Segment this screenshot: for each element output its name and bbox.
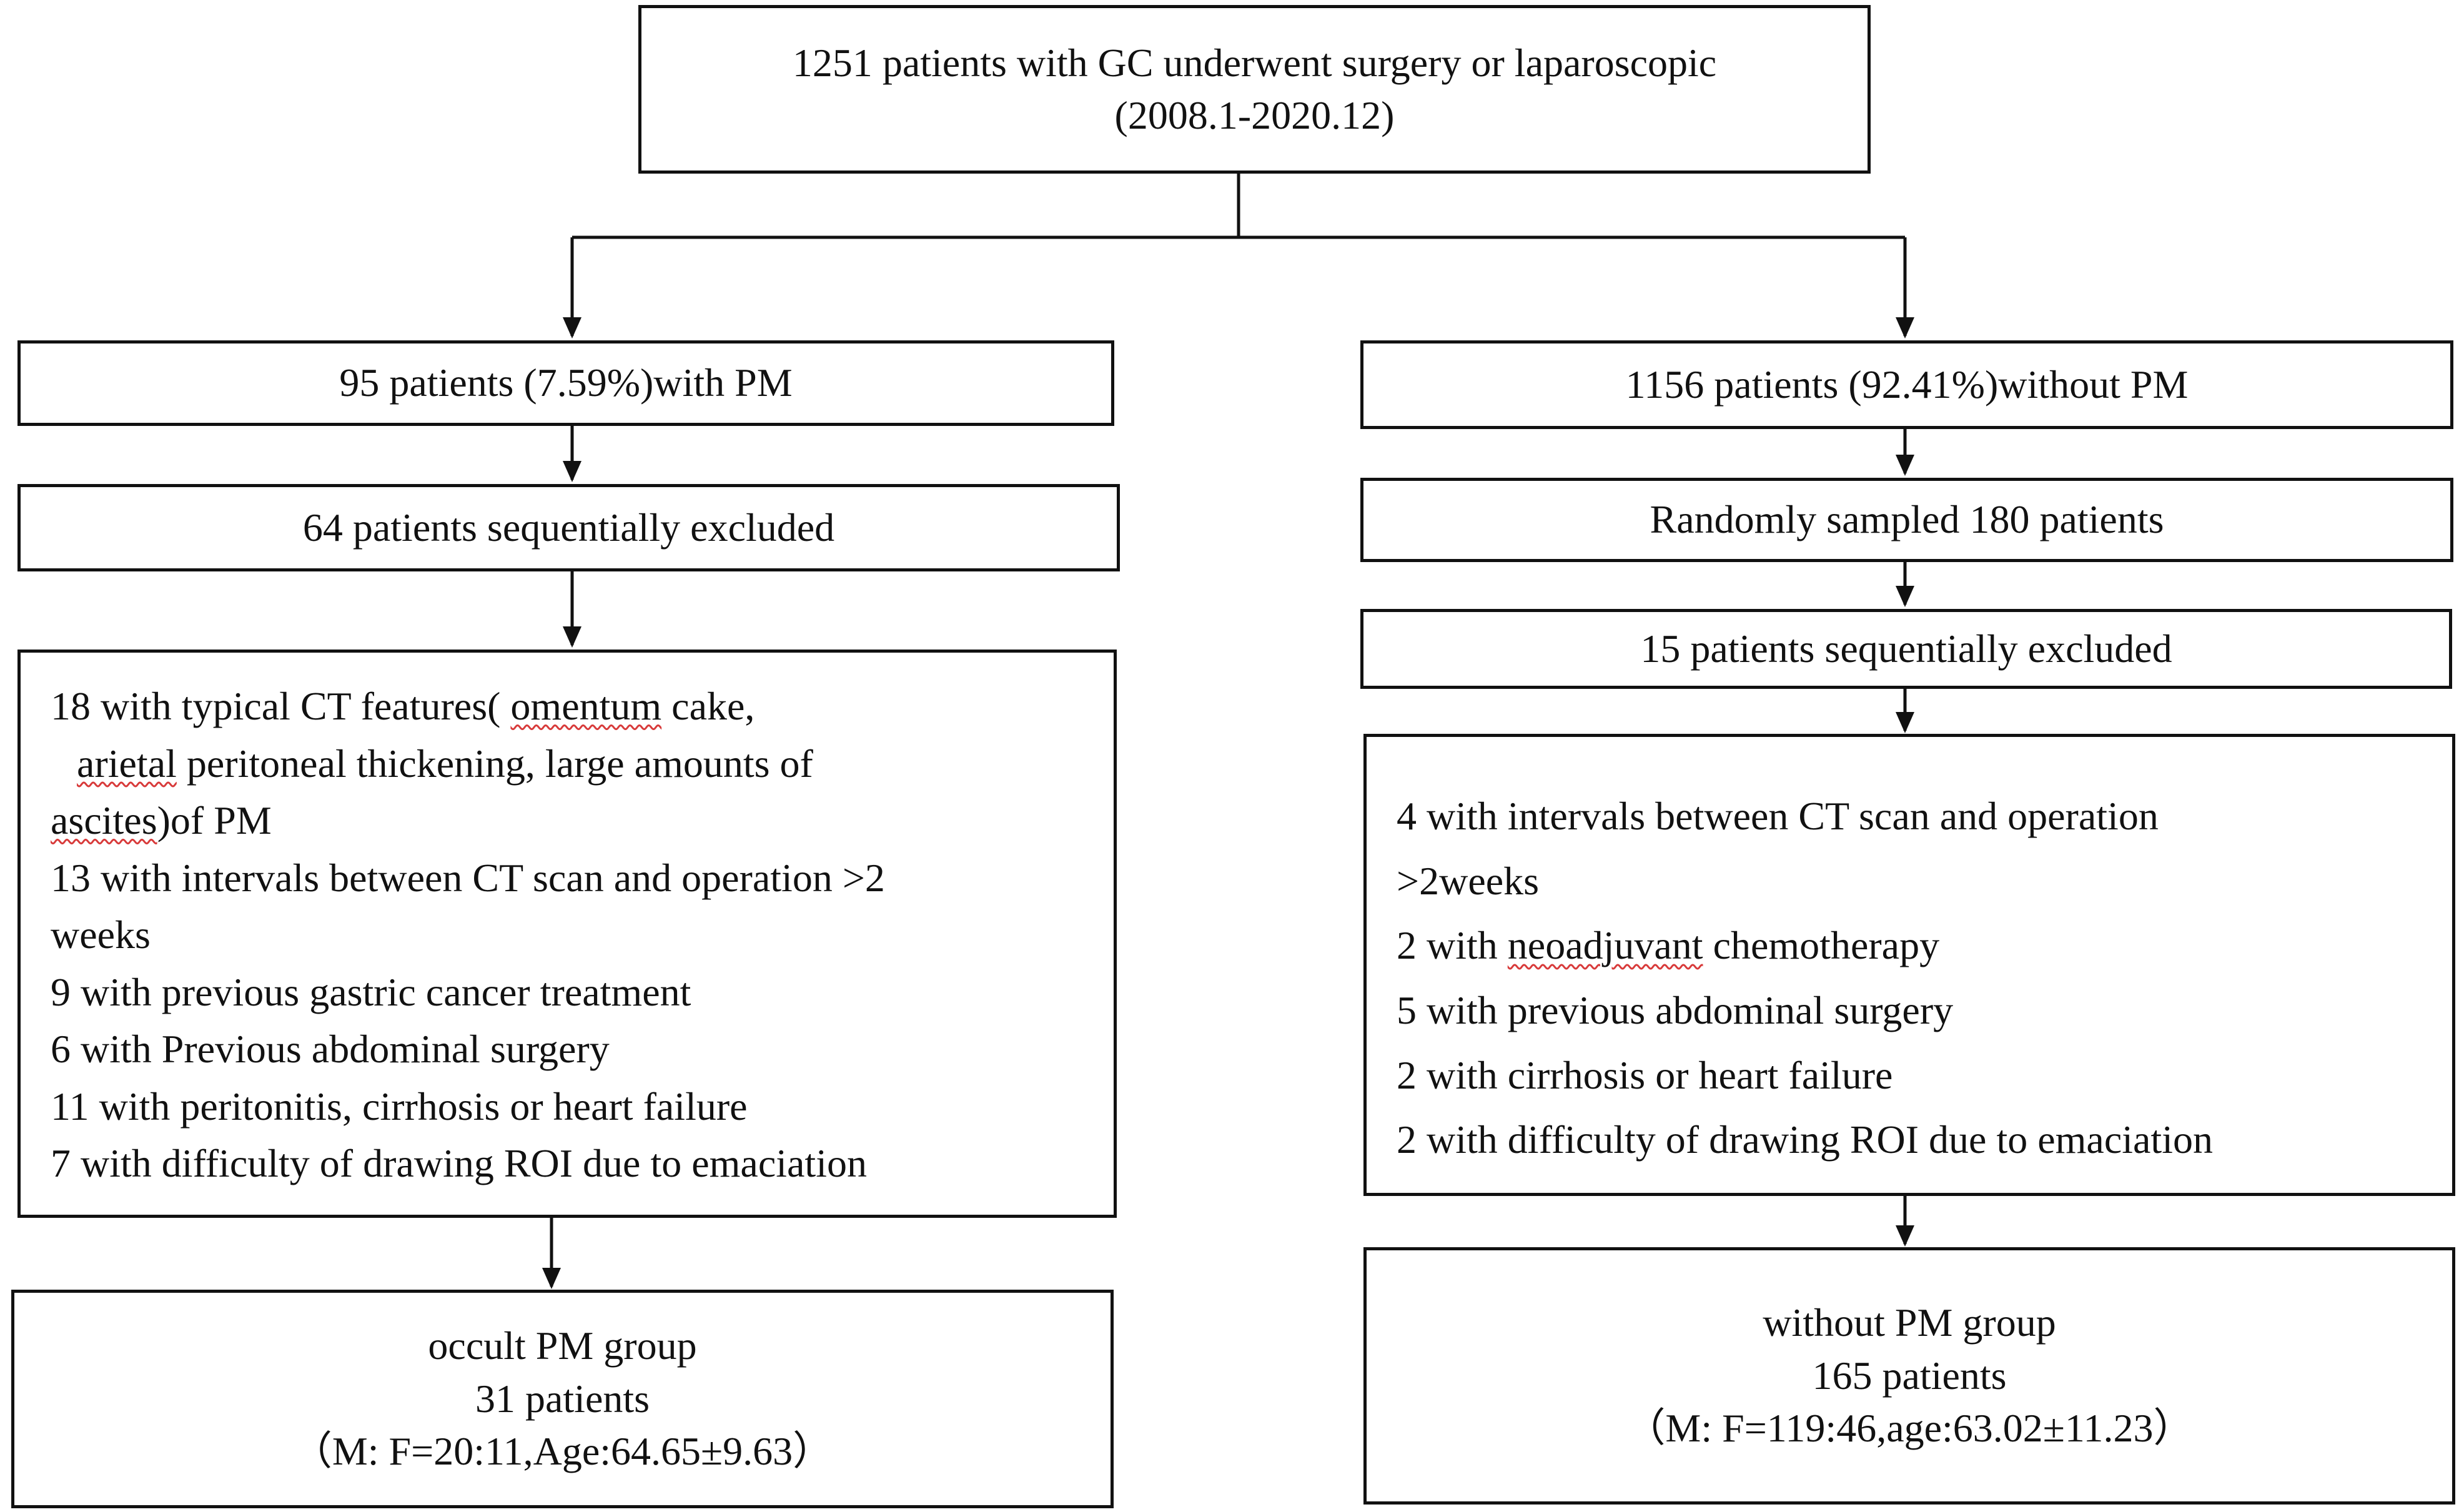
right-reason-item: >2weeks	[1397, 858, 1540, 903]
date-range-text: (2008.1-2020.12)	[1114, 93, 1395, 137]
right-reason-item: 2 with cirrhosis or heart failure	[1397, 1052, 1893, 1097]
right-exclusion-reasons-box: 4 with intervals between CT scan and ope…	[1363, 734, 2455, 1196]
occult-group-stats: （M: F=20:11,Age:64.65±9.63）	[292, 1429, 833, 1474]
left-excluded-box: 64 patients sequentially excluded	[17, 484, 1120, 571]
without-pm-group-box: without PM group 165 patients （M: F=119:…	[1363, 1247, 2455, 1505]
pm-patients-text: 95 patients (7.59%)with PM	[339, 360, 793, 405]
right-reason-item: 5 with previous abdominal surgery	[1397, 988, 1954, 1033]
right-reason-item: 2 with difficulty of drawing ROI due to …	[1397, 1117, 2213, 1162]
right-reason-item: 2 with neoadjuvant chemotherapy	[1397, 923, 1940, 968]
pm-patients-box: 95 patients (7.59%)with PM	[17, 340, 1114, 426]
random-sample-text: Randomly sampled 180 patients	[1650, 497, 2164, 542]
right-excluded-text: 15 patients sequentially excluded	[1640, 626, 2172, 671]
left-reason-item: 9 with previous gastric cancer treatment	[51, 969, 691, 1014]
without-group-stats: （M: F=119:46,age:63.02±11.23）	[1625, 1406, 2194, 1451]
total-patients-box: 1251 patients with GC underwent surgery …	[638, 5, 1871, 174]
left-reason-item: arietal peritoneal thickening, large amo…	[77, 741, 813, 786]
occult-group-count: 31 patients	[475, 1376, 650, 1421]
left-reason-item: 6 with Previous abdominal surgery	[51, 1027, 610, 1072]
total-patients-text: 1251 patients with GC underwent surgery …	[792, 40, 1717, 85]
left-reason-item: 18 with typical CT features( omentum cak…	[51, 684, 755, 728]
right-reason-item: 4 with intervals between CT scan and ope…	[1397, 794, 2159, 838]
no-pm-patients-text: 1156 patients (92.41%)without PM	[1625, 362, 2189, 407]
left-reason-item: ascites)of PM	[51, 798, 272, 843]
left-reason-item: 13 with intervals between CT scan and op…	[51, 855, 885, 900]
left-excluded-text: 64 patients sequentially excluded	[302, 505, 835, 550]
occult-group-name: occult PM group	[428, 1323, 697, 1368]
without-group-name: without PM group	[1763, 1300, 2056, 1345]
occult-pm-group-box: occult PM group 31 patients （M: F=20:11,…	[11, 1290, 1114, 1508]
left-exclusion-reasons-box: 18 with typical CT features( omentum cak…	[17, 650, 1117, 1218]
left-reason-item: 11 with peritonitis, cirrhosis or heart …	[51, 1084, 748, 1129]
without-group-count: 165 patients	[1812, 1353, 2007, 1398]
right-excluded-box: 15 patients sequentially excluded	[1360, 609, 2452, 689]
left-reason-item: weeks	[51, 912, 151, 957]
random-sample-box: Randomly sampled 180 patients	[1360, 478, 2453, 562]
no-pm-patients-box: 1156 patients (92.41%)without PM	[1360, 340, 2453, 429]
left-reason-item: 7 with difficulty of drawing ROI due to …	[51, 1141, 867, 1186]
